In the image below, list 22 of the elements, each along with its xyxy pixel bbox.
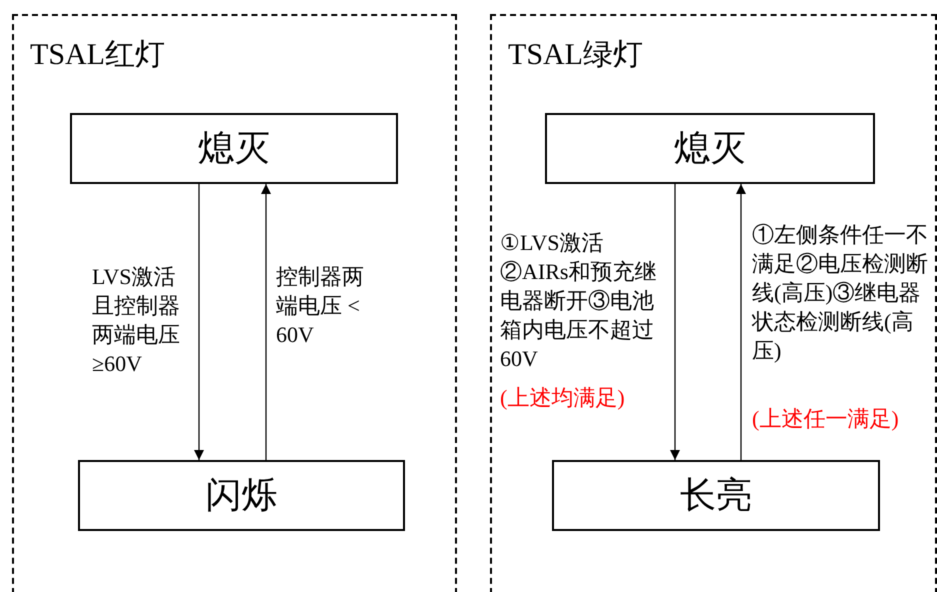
state-box — [78, 460, 405, 531]
group-heading: TSAL绿灯 — [508, 37, 643, 73]
state-label: 熄灭 — [674, 127, 746, 170]
state-label: 熄灭 — [198, 127, 270, 170]
state-box — [545, 113, 875, 184]
dashed-group-panel — [12, 14, 457, 592]
edge-label: ①LVS激活②AIRs和预充继电器断开③电池箱内电压不超过60V — [500, 229, 658, 373]
arrow — [736, 184, 746, 460]
state-box — [552, 460, 880, 531]
edge-label: LVS激活且控制器两端电压≥60V — [92, 263, 181, 378]
condition-note: (上述均满足) — [500, 384, 625, 412]
dashed-group-panel — [490, 14, 937, 592]
arrow — [670, 184, 680, 460]
condition-note: (上述任一满足) — [752, 405, 899, 433]
state-label: 闪烁 — [206, 474, 278, 517]
edge-label: ①左侧条件任一不满足②电压检测断线(高压)③继电器状态检测断线(高压) — [752, 221, 928, 365]
arrow — [194, 184, 204, 460]
arrow — [261, 184, 271, 460]
state-label: 长亮 — [680, 474, 752, 517]
edge-label: 控制器两端电压 < 60V — [276, 263, 365, 349]
state-box — [70, 113, 398, 184]
group-heading: TSAL红灯 — [30, 37, 165, 73]
